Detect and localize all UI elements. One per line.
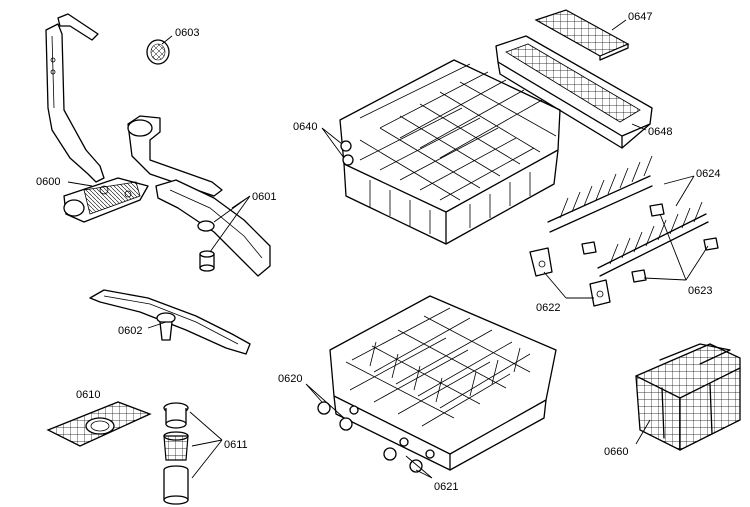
label-0660: 0660 [604,446,628,458]
label-0610: 0610 [76,389,100,401]
tine-rack-part [547,155,709,277]
lower-spray-arm-part [89,289,251,355]
label-0611: 0611 [224,439,248,451]
supply-pipe-part [45,13,105,183]
label-0624: 0624 [696,168,720,180]
filter-cylinder-part [163,402,189,505]
cutlery-basket-part [635,343,741,451]
label-0621: 0621 [434,481,458,493]
filter-plate-part [46,401,152,447]
cutlery-tray-part [495,35,653,149]
label-0602: 0602 [118,325,142,337]
label-0623: 0623 [688,285,712,297]
label-0600: 0600 [36,176,60,188]
basket-wheels-part [317,401,435,473]
leader-lines [67,19,709,479]
label-0620: 0620 [278,373,302,385]
lower-basket-part [329,295,557,471]
label-0648: 0648 [648,126,672,138]
label-0647: 0647 [628,11,652,23]
grid-insert-part [534,9,630,61]
label-0640: 0640 [293,121,317,133]
label-0622: 0622 [536,302,560,314]
label-0603: 0603 [175,27,199,39]
label-0601: 0601 [252,191,276,203]
upper-basket-part [339,59,561,245]
spray-nozzle-part [146,39,170,65]
filter-cover-part [63,177,149,223]
rack-clips-part [529,203,719,307]
upper-spray-arm-part [127,115,271,277]
